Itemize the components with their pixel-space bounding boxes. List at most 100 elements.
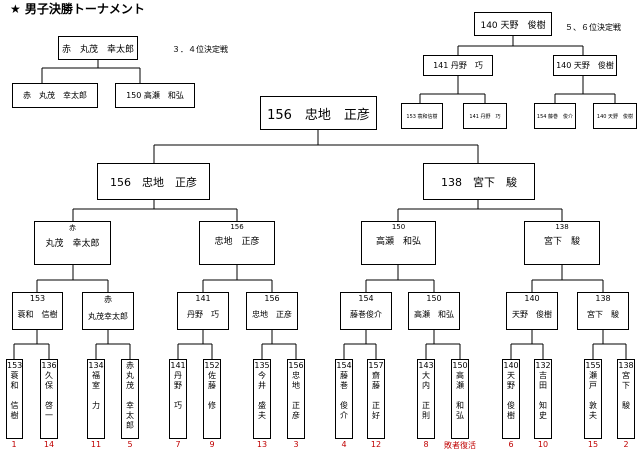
seed-label: 154	[358, 294, 374, 303]
seed-label: 141	[195, 294, 211, 303]
player-name: 忠地 正彦	[292, 371, 300, 420]
seed-label: 156	[264, 294, 280, 303]
quarterfinal-box: 156 忠地 正彦	[199, 221, 275, 265]
seed-label: 赤	[126, 361, 134, 370]
seed-label: 150	[452, 361, 468, 370]
seed-label: 155	[585, 361, 601, 370]
seed-label: 134	[88, 361, 104, 370]
third-place-winner-box: 赤 丸茂 幸太郎	[58, 36, 138, 60]
player-name: 丸茂 幸太郎	[45, 239, 100, 249]
fifth-place-label: ５、６位決定戦	[565, 23, 621, 32]
round16-box: 153 蓑和 信樹	[12, 292, 63, 330]
player-name: 瀬戸 敦夫	[589, 371, 597, 420]
draw-position: 13	[256, 440, 268, 449]
seed-label: 赤	[104, 295, 112, 304]
player-name: 丹野 巧	[174, 371, 182, 410]
player-name: 忠地 正彦	[214, 237, 260, 247]
player-name: 天野 俊樹	[512, 310, 552, 319]
draw-position: 14	[43, 440, 55, 449]
player-name: 齋藤 正好	[372, 371, 380, 420]
round16-box: 154 藤巻俊介	[340, 292, 392, 330]
round16-box: 138 宮下 駿	[577, 292, 629, 330]
player-name: 大内 正則	[422, 371, 430, 420]
player-name: 高瀬 和弘	[375, 237, 421, 247]
player-name: 丸茂幸太郎	[88, 312, 128, 321]
semifinal-box-right: 138 宮下 駿	[423, 163, 535, 200]
player-name: 藤巻俊介	[350, 310, 382, 319]
draw-position: 5	[127, 440, 133, 449]
player-name: 福室 力	[92, 371, 100, 410]
draw-position: 15	[587, 440, 599, 449]
fifth-place-q3-box: 154 藤巻 俊介	[534, 103, 576, 129]
player-name: 今井 盛夫	[258, 371, 266, 420]
seed-label: 132	[535, 361, 551, 370]
seed-label: 136	[41, 361, 57, 370]
player-name: 久保 啓一	[45, 371, 53, 420]
seed-label: 152	[204, 361, 220, 370]
draw-position: 敗者復活	[444, 441, 476, 450]
draw-position: 4	[341, 440, 347, 449]
seed-label: 138	[618, 361, 634, 370]
player-name: 丸茂 幸太郎	[126, 371, 134, 430]
champion-box: 156 忠地 正彦	[260, 96, 377, 130]
semifinal-box-left: 156 忠地 正彦	[97, 163, 210, 200]
third-place-right-box: 150 高瀬 和弘	[115, 83, 195, 108]
seed-label: 138	[595, 294, 611, 303]
seed-label: 154	[336, 361, 352, 370]
player-name: 忠地 正彦	[252, 310, 292, 319]
draw-position: 9	[209, 440, 215, 449]
player-name: 蓑和 信樹	[17, 310, 58, 319]
page-title: ★ 男子決勝トーナメント	[10, 2, 145, 16]
seed-label: 156	[288, 361, 304, 370]
seed-label: 143	[418, 361, 434, 370]
round16-box: 赤丸茂幸太郎	[82, 292, 134, 330]
draw-position: 2	[623, 440, 629, 449]
seed-label: 141	[170, 361, 186, 370]
seed-label: 150	[391, 223, 406, 231]
player-name: 丹野 巧	[187, 310, 219, 319]
draw-position: 1	[11, 440, 17, 449]
fifth-place-q4-box: 140 天野 俊樹	[593, 103, 637, 129]
draw-position: 3	[293, 440, 299, 449]
player-name: 高瀬 和弘	[414, 310, 454, 319]
player-name: 藤巻 俊介	[340, 371, 348, 420]
seed-label: 156	[230, 223, 244, 231]
round16-box: 150 高瀬 和弘	[408, 292, 460, 330]
seed-label: 157	[368, 361, 384, 370]
seed-label: 赤	[69, 224, 76, 232]
player-name: 天野 俊樹	[507, 371, 515, 420]
quarterfinal-box: 赤丸茂 幸太郎	[34, 221, 111, 265]
draw-position: 10	[537, 440, 549, 449]
fifth-place-sf-left-box: 141 丹野 巧	[423, 55, 493, 76]
player-name: 佐藤 修	[208, 371, 216, 410]
player-name: 高瀬 和弘	[456, 371, 464, 420]
seed-label: 153	[7, 361, 23, 370]
fifth-place-sf-right-box: 140 天野 俊樹	[553, 55, 617, 76]
draw-position: 7	[175, 440, 181, 449]
third-place-left-box: 赤 丸茂 幸太郎	[12, 83, 98, 108]
player-name: 宮下 駿	[587, 310, 619, 319]
round16-box: 141 丹野 巧	[177, 292, 229, 330]
fifth-place-q2-box: 141 丹野 巧	[463, 103, 507, 129]
seed-label: 150	[426, 294, 442, 303]
third-place-label: ３．４位決定戦	[172, 45, 228, 54]
player-name: 吉田 知史	[539, 371, 547, 420]
seed-label: 153	[29, 294, 46, 303]
seed-label: 135	[254, 361, 270, 370]
player-name: 宮下 駿	[622, 371, 630, 410]
